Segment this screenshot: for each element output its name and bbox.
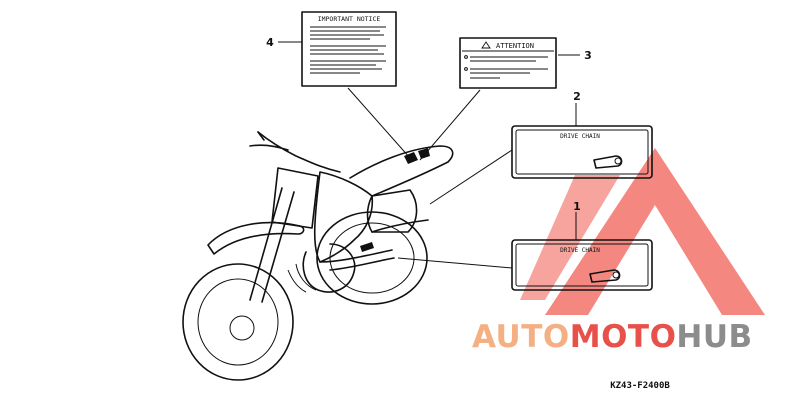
callout-1: 1 [573,200,581,213]
watermark-triangle-inner [615,225,695,290]
seat-label-mark [404,148,430,164]
seat [349,145,454,197]
drive-chain-title-lower: DRIVE CHAIN [560,247,600,254]
side-panel [366,189,418,233]
front-fender [207,221,305,255]
drive-chain-title-upper: DRIVE CHAIN [560,133,600,140]
attention-label: ATTENTION [459,37,557,89]
chain-guard-mark [360,242,374,252]
warning-triangle-icon [481,41,491,49]
part-code: KZ43-F2400B [610,381,670,391]
drive-chain-label-upper: DRIVE CHAIN [511,125,653,179]
front-wheel [182,263,294,381]
leader-lines [278,41,580,269]
important-notice-label: IMPORTANT NOTICE [301,11,397,87]
engine [302,243,356,293]
watermark-word-hub: HUB [676,319,752,355]
attention-title: ATTENTION [496,42,534,50]
watermark-triangle-left [520,175,620,300]
watermark-triangle-outer [545,148,765,315]
motorcycle-drawing [182,131,454,381]
callout-4: 4 [266,36,274,49]
drive-chain-label-lower: DRIVE CHAIN [511,239,653,291]
watermark-logo [520,148,765,315]
important-notice-title: IMPORTANT NOTICE [318,15,381,23]
watermark-wordmark: AUTOMOTOHUB [472,319,753,355]
fuel-tank [313,171,374,263]
chain-adjuster-icon [593,155,623,169]
watermark-word-auto: AUTO [472,319,570,355]
watermark-word-moto: MOTO [570,319,677,355]
handlebar [249,131,341,173]
chain-adjuster-icon [589,269,621,283]
callout-3: 3 [584,49,592,62]
rear-wheel [316,211,428,305]
number-plate [271,167,319,229]
callout-2: 2 [573,90,581,103]
